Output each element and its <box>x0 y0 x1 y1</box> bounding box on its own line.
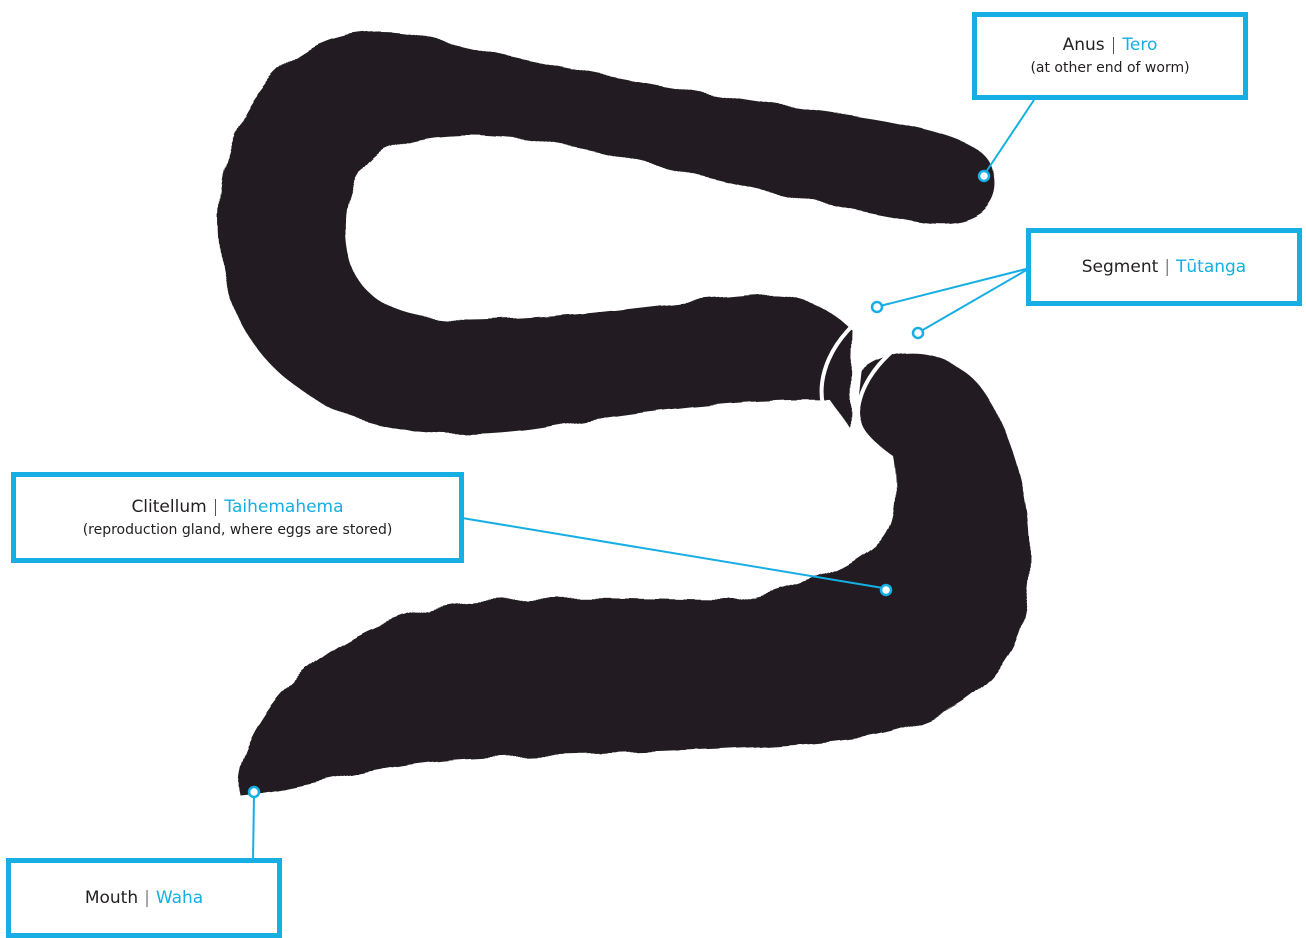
anus-marker <box>977 169 991 183</box>
worm-upper-section <box>219 31 996 435</box>
clitellum-marker <box>879 583 893 597</box>
segment-label-box: Segment| Tūtanga <box>1026 228 1302 306</box>
segment-marker-1 <box>870 300 884 314</box>
segment-ring-1 <box>819 306 877 416</box>
mouth-label-box: Mouth|Waha <box>6 858 282 938</box>
worm-lower-section <box>238 353 1030 795</box>
anus-separator: | <box>1110 35 1117 55</box>
segment-english-label: Segment <box>1081 257 1159 277</box>
anus-note: (at other end of worm) <box>1030 60 1190 76</box>
callout-lines <box>252 99 1035 863</box>
segment-ring-2 <box>855 332 918 429</box>
anus-english-label: Anus <box>1062 35 1105 55</box>
anus-maori-label: Tero <box>1122 35 1158 55</box>
clitellum-label-box: Clitellum|Taihemahema (reproduction glan… <box>11 472 464 563</box>
clitellum-english-label: Clitellum <box>131 496 207 517</box>
mouth-english-label: Mouth <box>84 888 139 908</box>
segment-separator: | <box>1164 257 1170 277</box>
segment-maori-label: Tūtanga <box>1176 257 1247 277</box>
segment-callout-line-1 <box>879 267 1031 307</box>
clitellum-separator: | <box>212 496 219 517</box>
clitellum-callout-line <box>461 517 884 589</box>
worm-body <box>219 31 1030 795</box>
mouth-maori-label: Waha <box>155 888 204 908</box>
clitellum-note: (reproduction gland, where eggs are stor… <box>82 521 393 538</box>
segment-callout-line-2 <box>920 267 1031 332</box>
mouth-marker <box>247 785 261 799</box>
anus-label-box: Anus|Tero (at other end of worm) <box>972 12 1248 100</box>
anus-callout-line <box>985 99 1035 173</box>
callout-markers <box>247 169 991 799</box>
mouth-separator: | <box>144 888 150 908</box>
mouth-callout-line <box>252 794 255 863</box>
segment-marker-2 <box>911 326 925 340</box>
clitellum-maori-label: Taihemahema <box>224 496 344 517</box>
